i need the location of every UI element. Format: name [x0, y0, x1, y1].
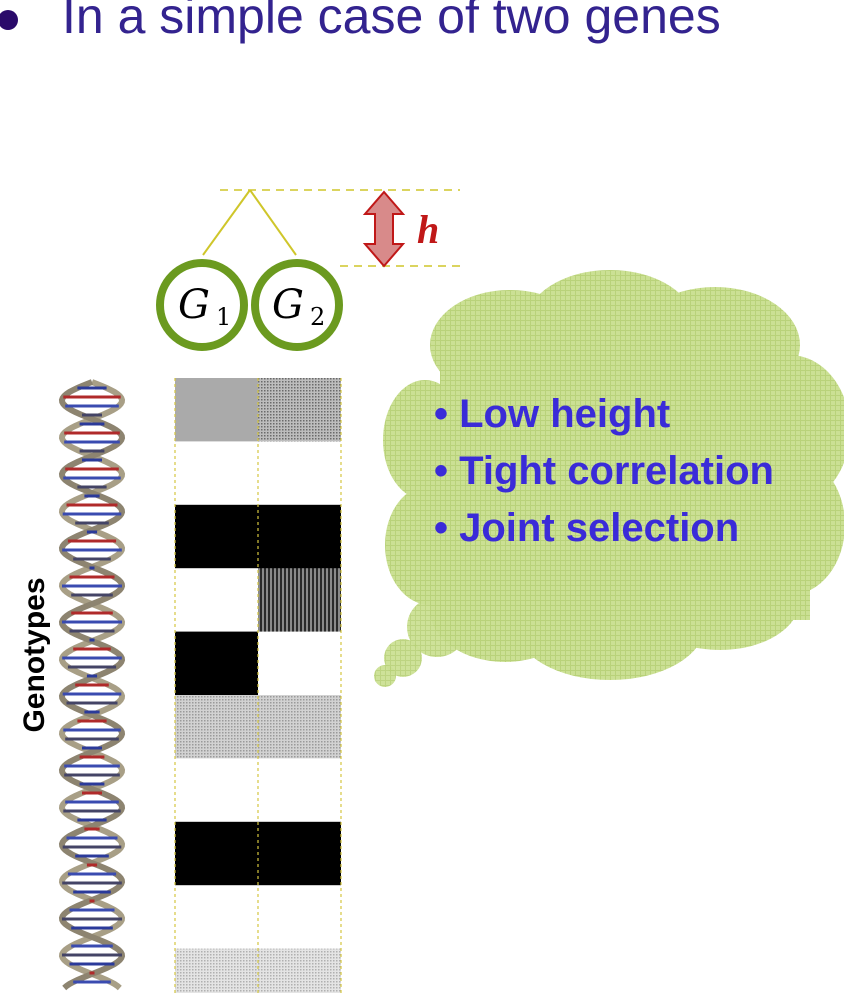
- dna-helix-icon: [58, 379, 126, 991]
- genotype-cell: [175, 821, 258, 886]
- genotype-cell: [258, 758, 341, 823]
- genotype-cell: [175, 441, 258, 506]
- genotype-cell: [258, 695, 341, 759]
- genotype-cell: [258, 948, 341, 993]
- height-arrow-icon: [362, 190, 406, 268]
- genotype-cell: [258, 885, 341, 950]
- genotype-cell: [175, 631, 258, 696]
- genotypes-axis-label: Genotypes: [18, 577, 51, 733]
- genotype-cell: [175, 948, 258, 993]
- cloud-item-low-height: • Low height: [434, 392, 671, 436]
- thought-bubble-medium: [384, 639, 422, 677]
- gene-2-label: G: [272, 282, 304, 328]
- bullet-text: In a simple case of two genes: [62, 0, 721, 44]
- genotype-matrix: [174, 378, 342, 993]
- cloud-item-tight-correlation: • Tight correlation: [434, 449, 774, 493]
- gene-node-2: G 2: [251, 259, 343, 351]
- genotype-cell: [258, 568, 341, 633]
- dendrogram: [202, 189, 460, 267]
- thought-cloud: [374, 270, 844, 687]
- gene-node-1: G 1: [156, 259, 248, 351]
- cloud-item-joint-selection: • Joint selection: [434, 506, 740, 550]
- genotype-cell: [175, 568, 258, 633]
- genotype-cell: [258, 441, 341, 506]
- genotype-cell: [175, 378, 258, 442]
- branch-left: [202, 189, 251, 256]
- cloud-body: [383, 270, 844, 680]
- genotype-cell: [258, 504, 341, 569]
- gene-1-label: G: [178, 282, 210, 328]
- genotype-cell: [258, 821, 341, 886]
- height-label: h: [417, 207, 439, 252]
- genotype-cell: [258, 378, 341, 442]
- gene-1-subscript: 1: [216, 303, 231, 331]
- genotype-cell: [175, 885, 258, 950]
- bullet-dot-icon: [0, 10, 18, 30]
- cloud-text-list: • Low height • Tight correlation • Joint…: [434, 386, 774, 557]
- genotype-cell: [175, 695, 258, 759]
- genotype-cell: [175, 504, 258, 569]
- gene-2-subscript: 2: [310, 303, 325, 331]
- genotype-cell: [258, 631, 341, 696]
- branch-right: [249, 189, 297, 256]
- genotype-cell: [175, 758, 258, 823]
